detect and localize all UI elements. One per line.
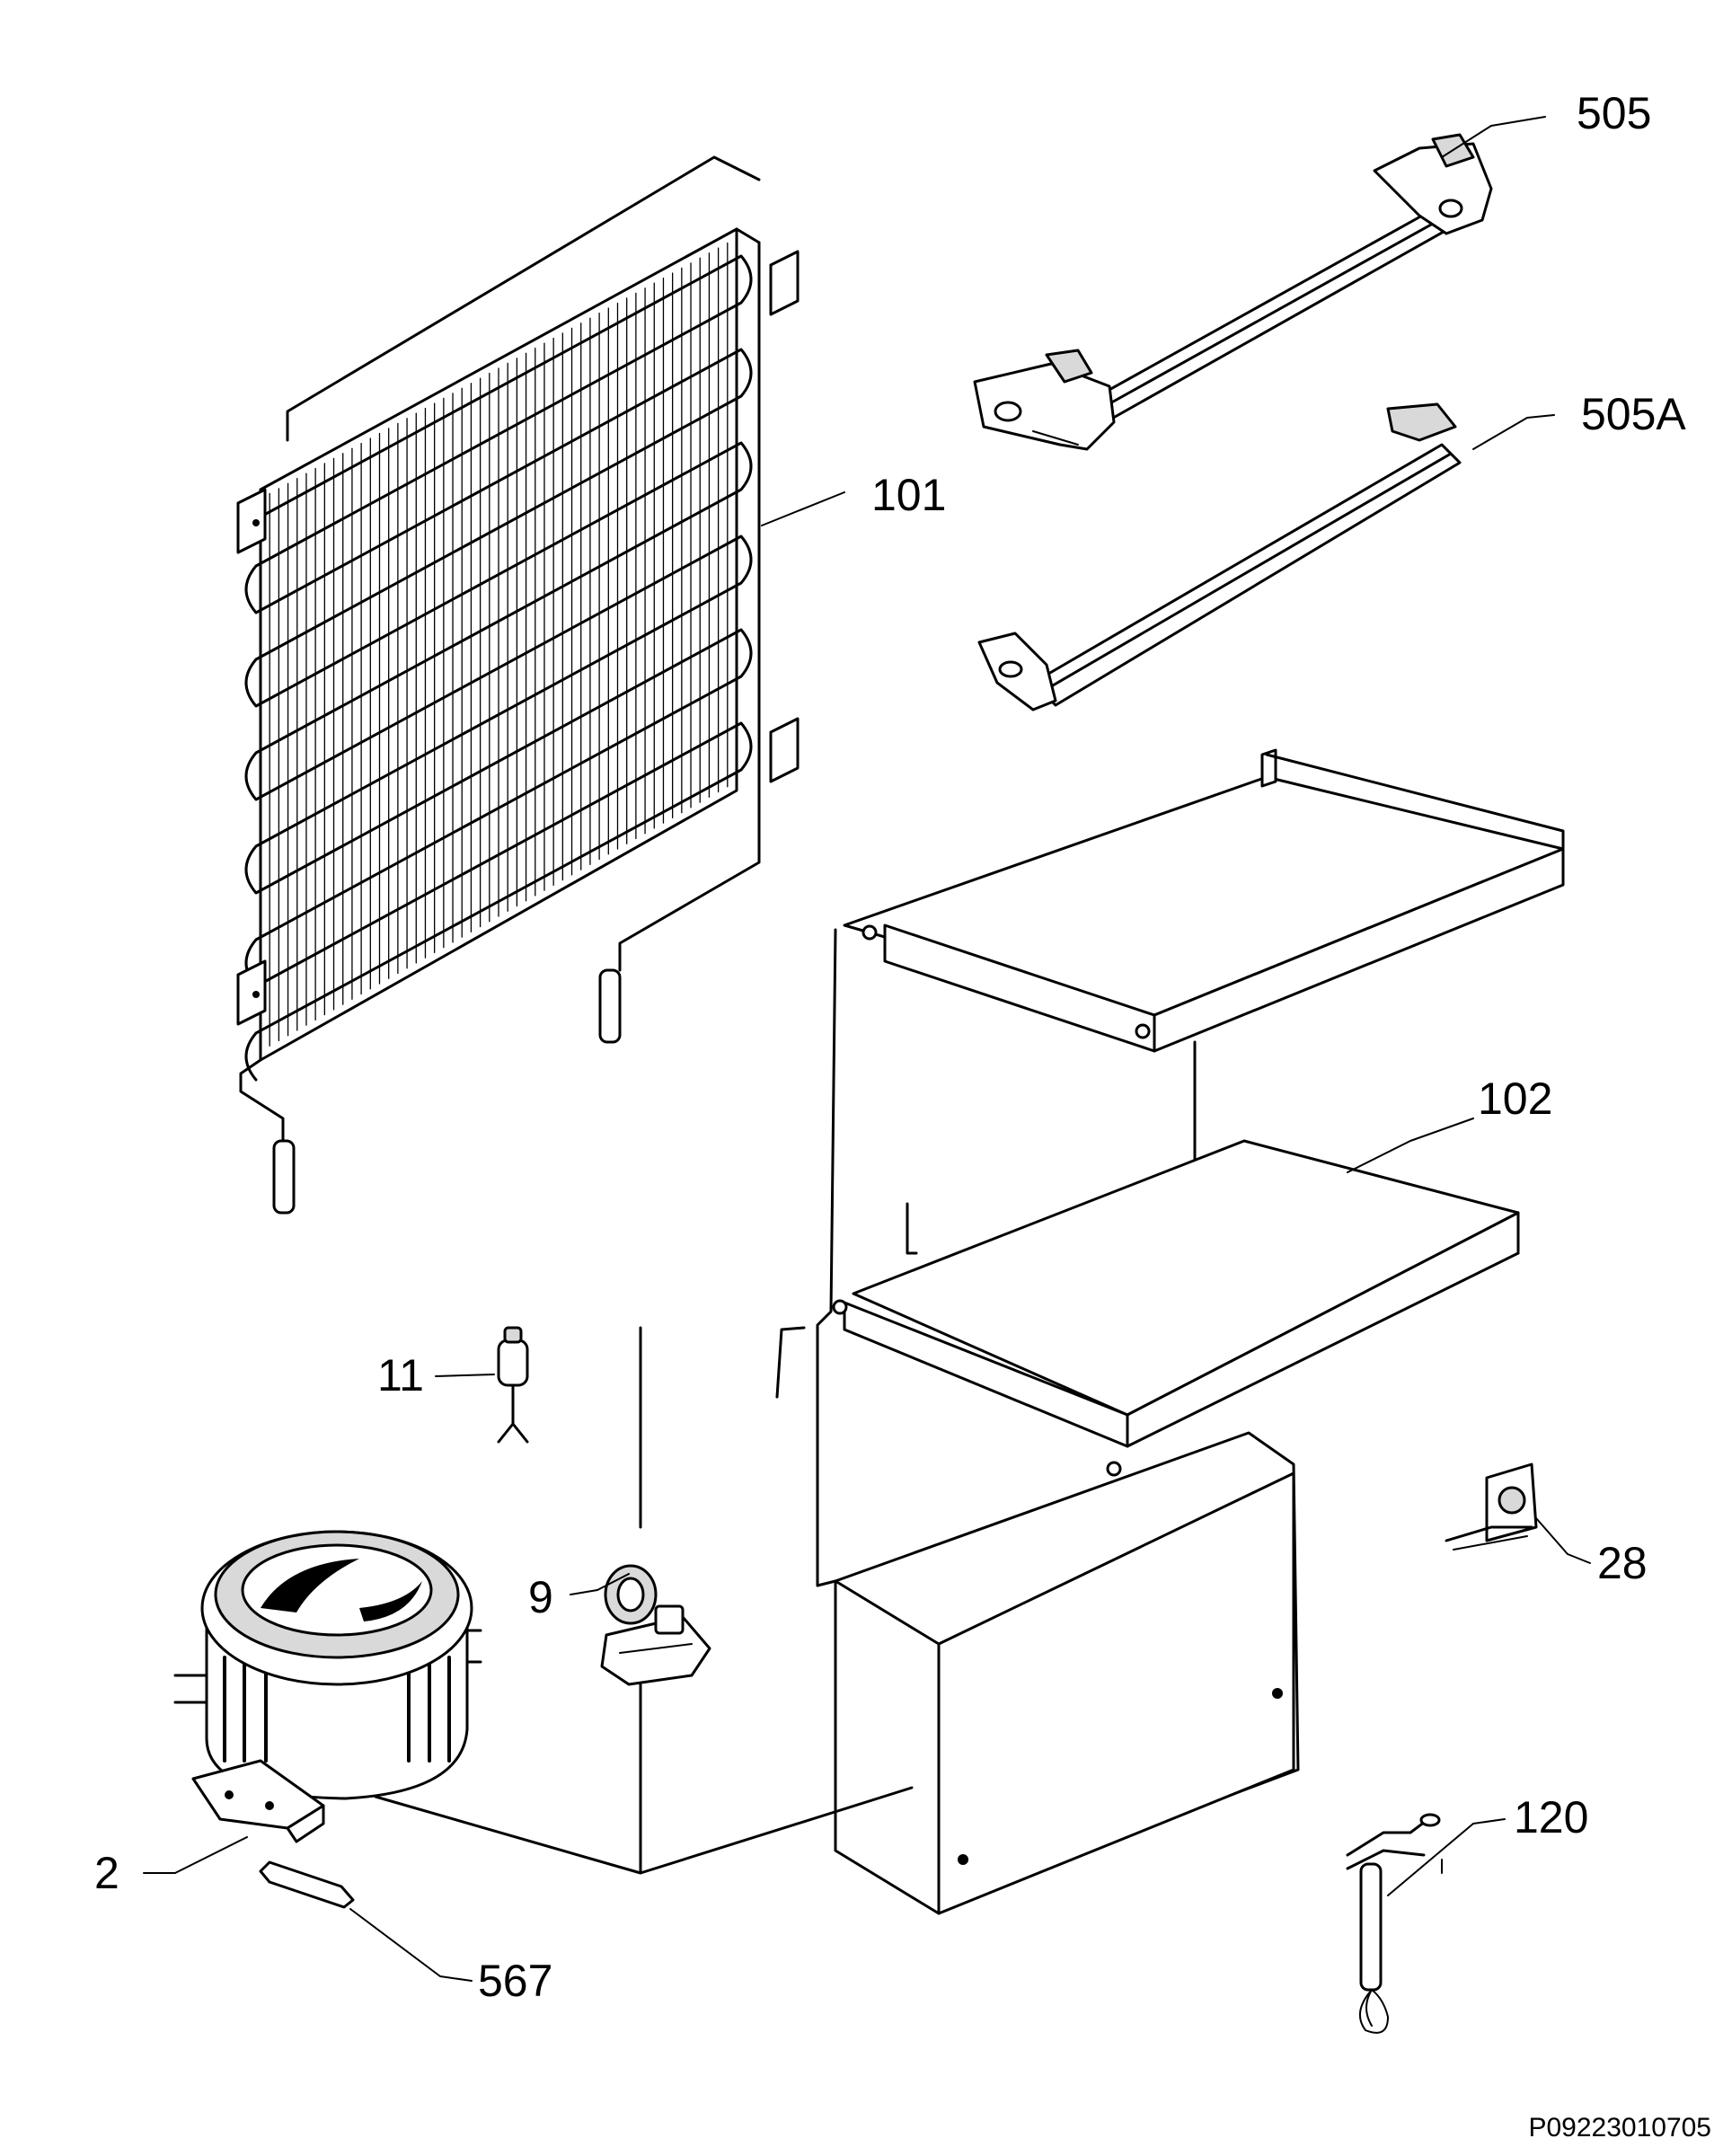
callout-567: 567 <box>478 1956 552 2006</box>
part-11-component <box>497 1326 529 1444</box>
callout-9: 9 <box>528 1572 553 1622</box>
callout-101: 101 <box>871 470 946 520</box>
callout-2: 2 <box>94 1848 119 1898</box>
callout-102: 102 <box>1478 1074 1552 1124</box>
part-567-component <box>259 1860 355 1909</box>
part-120-component <box>1346 1813 1441 2034</box>
part-28-component <box>1445 1462 1538 1551</box>
document-id: P09223010705 <box>1528 2113 1711 2143</box>
compressor-part-2 <box>173 1530 482 1843</box>
part-9-component <box>600 1564 711 1686</box>
callout-120: 120 <box>1514 1792 1588 1842</box>
shelf-support-part-505a <box>977 402 1462 711</box>
callout-505a: 505A <box>1581 389 1686 439</box>
condenser-part-101 <box>236 155 800 1215</box>
shelf-support-part-505 <box>973 133 1493 451</box>
machine-compartment-outline <box>374 1326 914 1875</box>
callout-11: 11 <box>377 1350 424 1401</box>
cabinet-part-102 <box>775 748 1565 1915</box>
callout-28: 28 <box>1597 1538 1648 1588</box>
callout-505: 505 <box>1577 88 1651 138</box>
